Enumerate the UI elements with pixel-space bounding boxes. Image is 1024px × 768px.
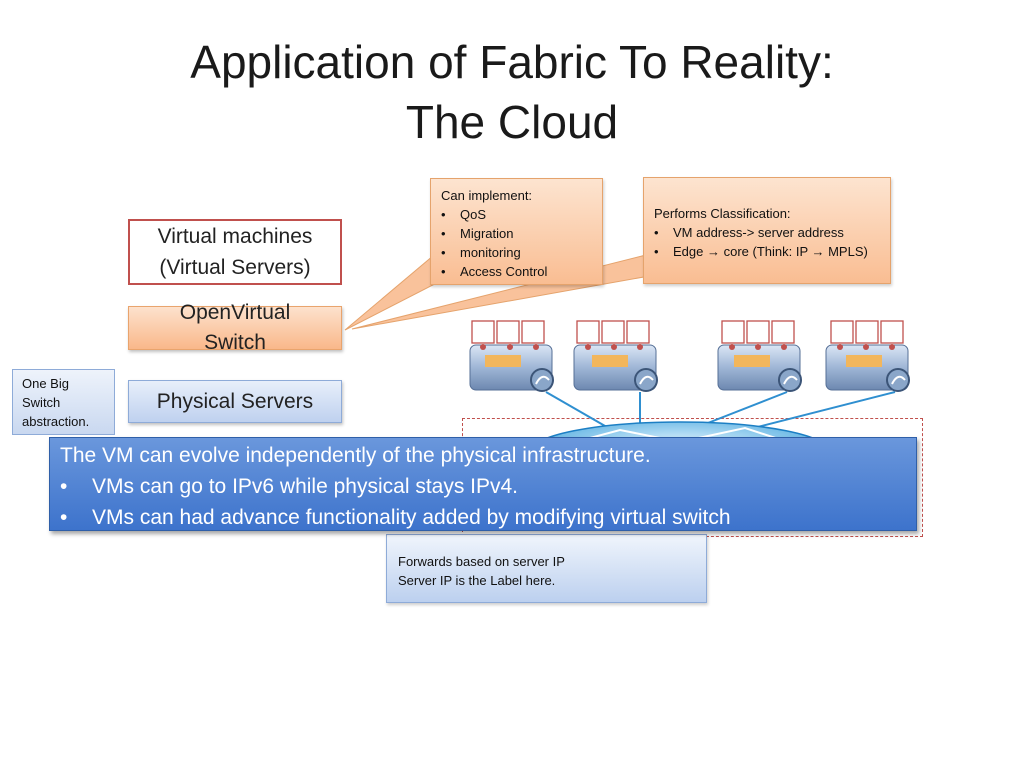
title-line-2: The Cloud xyxy=(405,96,619,148)
vm-square xyxy=(855,320,879,344)
vm-square xyxy=(601,320,625,344)
vm-square xyxy=(721,320,745,344)
callout-item: •Edge → core (Think: IP → MPLS) xyxy=(654,244,868,259)
callout-item: •VM address-> server address xyxy=(654,225,844,240)
vm-square xyxy=(626,320,650,344)
callout-heading: Can implement: xyxy=(441,188,533,203)
virtual-machines-box: Virtual machines (Virtual Servers) xyxy=(128,219,342,285)
banner-bullet: •VMs can go to IPv6 while physical stays… xyxy=(60,475,519,498)
banner-line: The VM can evolve independently of the p… xyxy=(60,444,651,467)
server-group-1 xyxy=(469,320,554,392)
vm-square xyxy=(830,320,854,344)
one-big-switch-note: One Big Switch abstraction. xyxy=(12,369,115,435)
page-title: Application of Fabric To Reality: The Cl… xyxy=(0,32,1024,152)
forwarding-note: Forwards based on server IP Server IP is… xyxy=(386,534,707,603)
vm-square xyxy=(576,320,600,344)
vm-square xyxy=(880,320,904,344)
vm-square xyxy=(521,320,545,344)
vm-label-line-2: (Virtual Servers) xyxy=(159,256,311,279)
vm-square xyxy=(771,320,795,344)
open-virtual-switch-box: OpenVirtual Switch xyxy=(128,301,342,354)
vm-square xyxy=(746,320,770,344)
server-icon xyxy=(717,344,802,392)
callout-item: •QoS xyxy=(441,207,487,222)
callout-item: •monitoring xyxy=(441,245,521,260)
ovs-label-line-2: Switch xyxy=(204,331,266,354)
physical-servers-box: Physical Servers xyxy=(128,380,342,423)
callout-performs-classification: Performs Classification: •VM address-> s… xyxy=(643,177,891,284)
vm-square xyxy=(471,320,495,344)
title-line-1: Application of Fabric To Reality: xyxy=(190,36,834,88)
vm-label-line-1: Virtual machines xyxy=(157,225,313,248)
server-group-4 xyxy=(825,320,910,392)
link-line xyxy=(545,391,613,431)
ovs-label-line-1: OpenVirtual xyxy=(179,301,291,324)
summary-banner: The VM can evolve independently of the p… xyxy=(49,437,917,531)
server-icon xyxy=(573,344,658,392)
callout-heading: Performs Classification: xyxy=(654,206,791,221)
vm-square xyxy=(496,320,520,344)
server-icon xyxy=(469,344,554,392)
server-group-3 xyxy=(717,320,802,392)
server-group-2 xyxy=(573,320,658,392)
callout-can-implement: Can implement: •QoS •Migration •monitori… xyxy=(430,178,603,285)
callout-item: •Migration xyxy=(441,226,514,241)
banner-bullet: •VMs can had advance functionality added… xyxy=(60,506,731,529)
server-icon xyxy=(825,344,910,392)
physical-servers-label: Physical Servers xyxy=(156,389,314,413)
callout-item: •Access Control xyxy=(441,264,548,279)
